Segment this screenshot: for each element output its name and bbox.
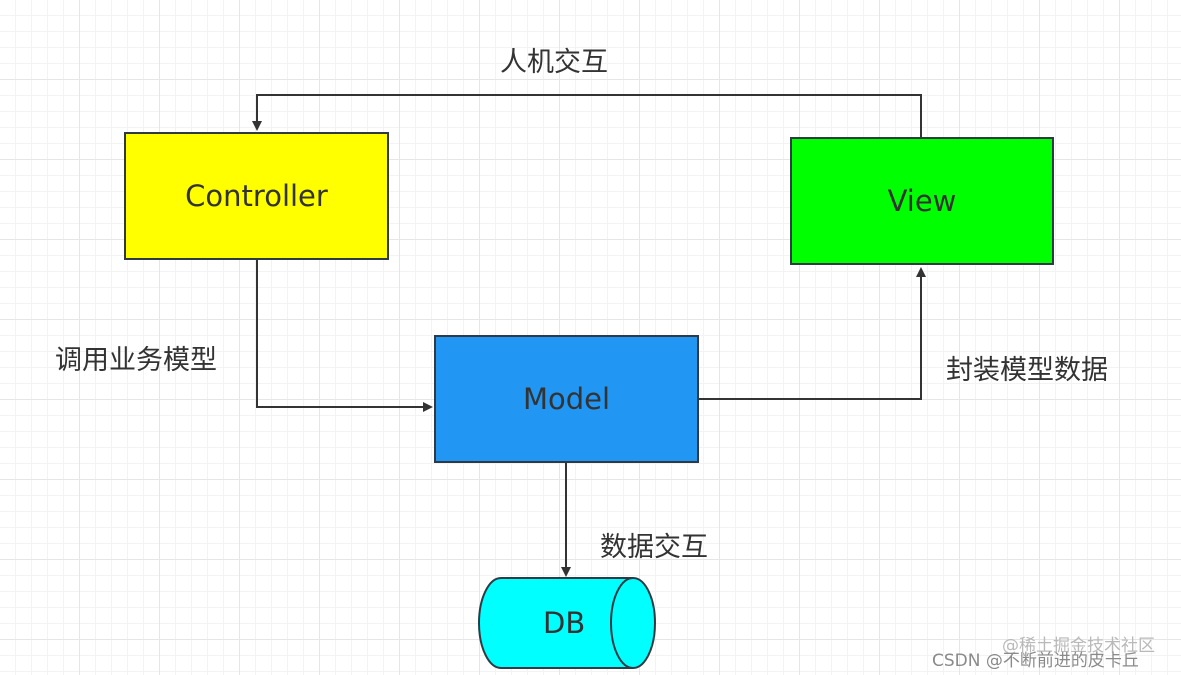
view-label: View: [887, 184, 957, 218]
edge-label-call-business-model: 调用业务模型: [55, 345, 217, 376]
edge-label-data-interaction: 数据交互: [600, 532, 708, 563]
db-cylinder: [478, 577, 656, 669]
view-node: View: [790, 137, 1054, 265]
controller-label: Controller: [185, 179, 328, 213]
model-node: Model: [434, 335, 699, 463]
watermark-juejin: @稀土掘金技术社区: [1002, 636, 1155, 656]
model-label: Model: [522, 382, 611, 416]
edge-view-to-controller: [252, 94, 922, 137]
edge-label-human-computer-interaction: 人机交互: [500, 47, 608, 78]
controller-node: Controller: [124, 132, 389, 260]
watermark-csdn: CSDN @不断前进的皮卡丘: [932, 651, 1139, 671]
edge-label-package-model-data: 封装模型数据: [946, 355, 1108, 386]
edge-model-to-view: [699, 267, 926, 400]
edge-controller-to-model: [256, 260, 433, 412]
db-label: DB: [543, 606, 586, 640]
